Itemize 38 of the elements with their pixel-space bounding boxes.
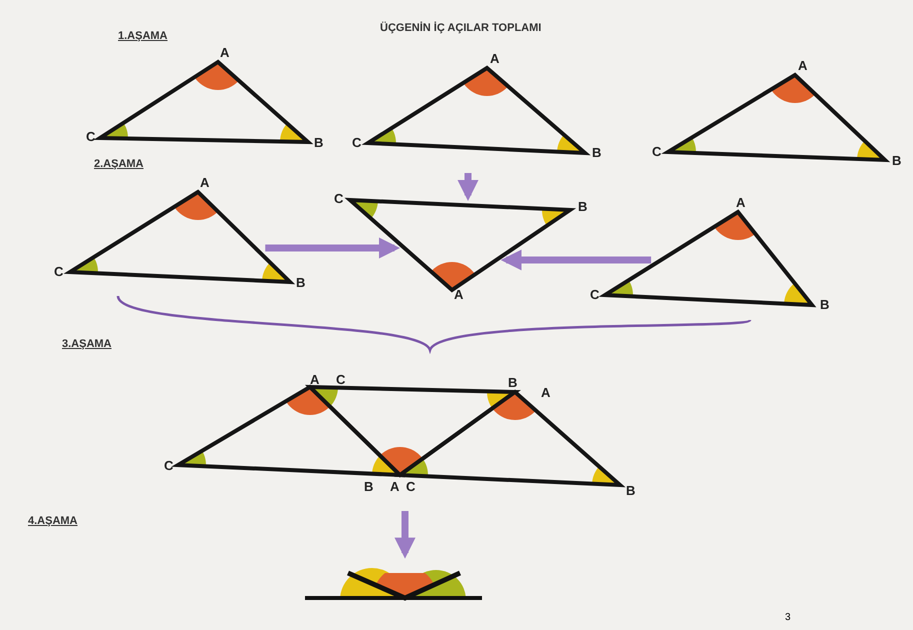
vertex-label: A — [798, 59, 808, 73]
vertex-label: C — [336, 373, 346, 387]
picture-drawing — [305, 568, 482, 601]
vertex-label: A — [220, 46, 230, 60]
stage-heading: 1.AŞAMA — [118, 30, 168, 42]
vertex-label: B — [508, 376, 518, 390]
vertex-label: B — [626, 484, 636, 498]
block-arrow — [500, 250, 652, 270]
block-arrow — [265, 238, 400, 258]
vertex-label: C — [334, 192, 344, 206]
vertex-label: C — [406, 480, 416, 494]
vertex-label: A — [454, 288, 464, 302]
vertex-label: B — [314, 136, 324, 150]
vertex-label: B — [892, 154, 902, 168]
page-title: ÜÇGENİN İÇ AÇILAR TOPLAMI — [380, 22, 542, 34]
vertex-label: C — [54, 265, 64, 279]
stage-heading: 3.AŞAMA — [62, 338, 112, 350]
stage-heading: 2.AŞAMA — [94, 158, 144, 170]
page-number: 3 — [785, 612, 791, 623]
block-arrow — [458, 173, 478, 201]
vertex-label: A — [390, 480, 400, 494]
vertex-label: B — [578, 200, 588, 214]
vertex-label: A — [310, 373, 320, 387]
vertex-label: B — [296, 276, 306, 290]
vertex-label: A — [736, 196, 746, 210]
block-arrow — [394, 511, 416, 559]
vertex-label: C — [652, 145, 662, 159]
vertex-label: A — [200, 176, 210, 190]
vertex-label: C — [164, 459, 174, 473]
vertex-label: B — [364, 480, 374, 494]
stage-heading: 4.AŞAMA — [28, 515, 78, 527]
vertex-label: A — [490, 52, 500, 66]
vertex-label: B — [820, 298, 830, 312]
vertex-label: C — [86, 130, 96, 144]
vertex-label: B — [592, 146, 602, 160]
vertex-label: C — [352, 136, 362, 150]
vertex-label: A — [541, 386, 550, 400]
vertex-label: C — [590, 288, 600, 302]
